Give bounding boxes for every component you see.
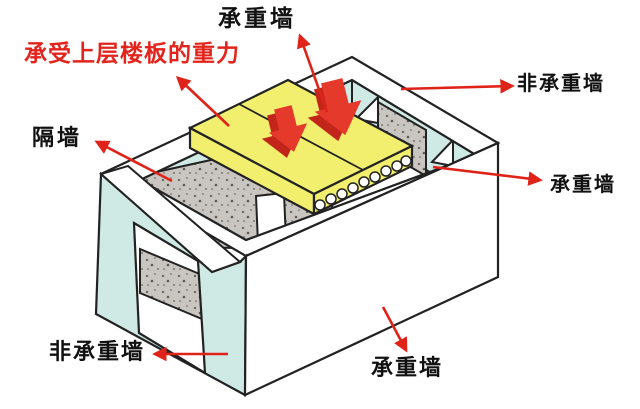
hollow-core-circle	[391, 160, 403, 172]
hollow-core-circle	[336, 188, 348, 200]
label-partition-wall: 隔墙	[32, 125, 83, 150]
weight-arrow-right	[307, 78, 362, 142]
slab-seam-line	[238, 103, 364, 171]
pointer-top-load-bearing	[297, 33, 329, 113]
hollow-core-circle	[380, 165, 392, 177]
label-load-bearing-wall-top: 承重墙	[218, 5, 296, 31]
label-non-load-bearing-wall-right: 非承重墙	[517, 73, 605, 95]
hollow-core-circle	[400, 155, 412, 167]
label-load-bearing-wall-bottom: 承重墙	[371, 355, 444, 380]
pointer-gravity-caption	[175, 76, 230, 127]
label-gravity-caption: 承受上层楼板的重力	[24, 40, 240, 66]
hollow-core-circle	[369, 171, 381, 183]
front-left-wall-top-band	[98, 164, 242, 274]
hollow-core-circles	[314, 155, 412, 211]
pointer-right-load-bearing	[432, 165, 543, 186]
pointer-right-non-load-bearing	[400, 79, 515, 94]
weight-arrow-left	[261, 105, 308, 158]
hollow-core-circle	[325, 193, 337, 205]
label-load-bearing-wall-right: 承重墙	[550, 174, 616, 196]
pointer-partition	[94, 140, 173, 183]
pointer-arrows	[94, 33, 543, 362]
hollow-core-circle	[314, 199, 326, 211]
wall-panel-triangle	[430, 137, 454, 168]
hollow-core-circle	[347, 182, 359, 194]
front-right-wall	[243, 141, 500, 397]
label-non-load-bearing-wall-bottom: 非承重墙	[49, 339, 146, 364]
weight-arrow-left-face	[268, 105, 308, 152]
hollow-core-circle	[358, 176, 370, 188]
pointer-bottom-load-bearing	[381, 306, 408, 353]
weight-arrow-right-face	[314, 78, 362, 136]
